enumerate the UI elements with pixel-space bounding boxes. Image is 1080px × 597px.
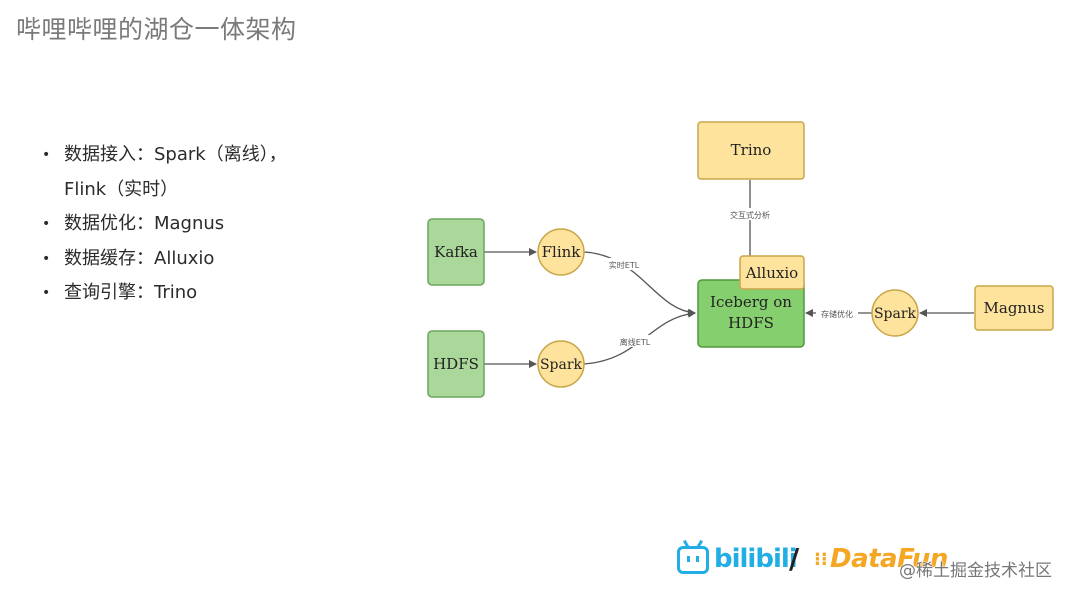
node-spark-optimize: Spark xyxy=(871,289,919,337)
edge-label-realtime-etl: 实时ETL xyxy=(609,260,640,270)
bullet-text: 数据优化：Magnus xyxy=(64,213,225,234)
node-flink: Flink xyxy=(537,228,585,276)
node-iceberg: Iceberg on HDFS xyxy=(697,279,805,348)
bullet-text: 数据接入：Spark（离线）， xyxy=(64,144,287,165)
node-spark-optimize-label: Spark xyxy=(874,306,917,322)
edge-label-interactive: 交互式分析 xyxy=(730,210,770,220)
node-iceberg-label-line1: Iceberg on xyxy=(710,293,792,311)
bullet-text: 查询引擎：Trino xyxy=(64,282,198,303)
bullet-item-query: • 查询引擎：Trino xyxy=(38,276,338,311)
bullet-item-ingest: • 数据接入：Spark（离线）， Flink（实时） xyxy=(38,138,338,207)
node-alluxio-label: Alluxio xyxy=(745,264,798,282)
tv-eye-left xyxy=(687,556,690,562)
bilibili-tv-icon xyxy=(677,546,709,574)
node-trino: Trino xyxy=(697,121,805,180)
edge-flink-iceberg xyxy=(583,251,696,317)
node-flink-label: Flink xyxy=(542,243,582,261)
bullet-dot: • xyxy=(42,285,51,301)
node-magnus-label: Magnus xyxy=(984,299,1045,317)
edge-label-storage-opt: 存储优化 xyxy=(821,309,853,319)
node-trino-label: Trino xyxy=(731,141,772,159)
node-spark-ingest-label: Spark xyxy=(540,357,583,373)
datafun-logo-text: DataFun xyxy=(830,544,948,574)
node-iceberg-label-line2: HDFS xyxy=(728,314,774,332)
bullet-text-continued: Flink（实时） xyxy=(64,178,179,200)
bullet-dot: • xyxy=(42,250,51,267)
tv-eye-right xyxy=(696,556,699,562)
datafun-mark-icon: ⁝⁝ xyxy=(814,549,828,570)
bullet-list: • 数据接入：Spark（离线）， Flink（实时） • 数据优化：Magnu… xyxy=(38,138,338,311)
node-spark-ingest: Spark xyxy=(537,340,585,388)
node-magnus: Magnus xyxy=(974,285,1054,331)
logo-separator: / xyxy=(789,542,800,575)
node-alluxio: Alluxio xyxy=(739,255,805,290)
bullet-dot: • xyxy=(42,147,51,163)
bullet-text: 数据缓存：Alluxio xyxy=(64,247,215,269)
node-kafka-label: Kafka xyxy=(434,243,478,261)
node-hdfs-source-label: HDFS xyxy=(433,355,479,373)
slide-title: 哔哩哔哩的湖仓一体架构 xyxy=(16,15,297,44)
bullet-item-optimize: • 数据优化：Magnus xyxy=(38,207,338,242)
bullet-dot: • xyxy=(42,216,51,232)
node-hdfs-source: HDFS xyxy=(427,330,485,398)
footer-branding: bilibili / ⁝⁝ DataFun @稀土掘金技术社区 xyxy=(674,540,1074,590)
watermark-text: @稀土掘金技术社区 xyxy=(899,561,1052,581)
bilibili-logo-text: bilibili xyxy=(714,544,798,574)
bullet-item-cache: • 数据缓存：Alluxio xyxy=(38,242,338,277)
node-kafka: Kafka xyxy=(427,218,485,286)
edge-label-offline-etl: 离线ETL xyxy=(620,337,651,347)
